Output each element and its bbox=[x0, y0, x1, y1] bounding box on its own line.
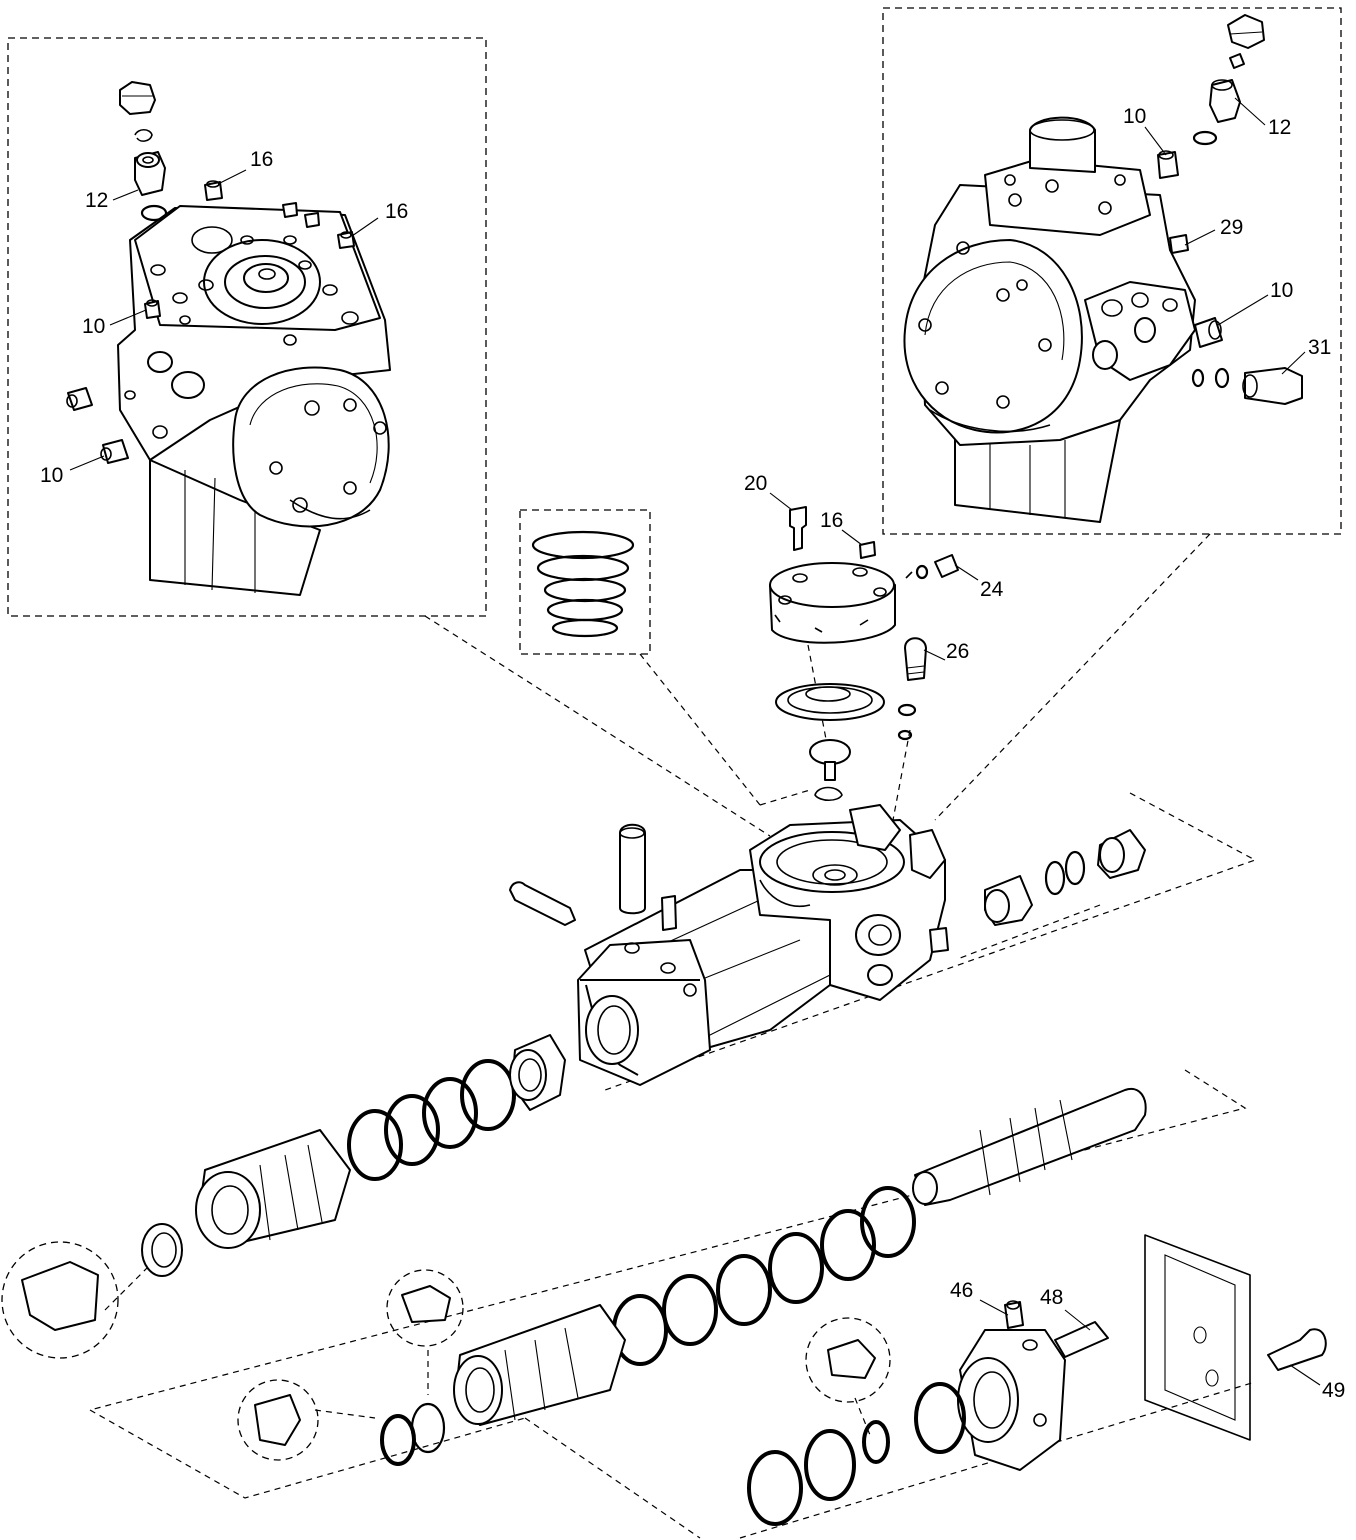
detail-frame-spring bbox=[519, 509, 651, 655]
detail-frame-right bbox=[882, 7, 1342, 535]
top-cover-stack bbox=[769, 506, 959, 802]
callout-12-b: 12 bbox=[1268, 116, 1291, 139]
callout-10-a: 10 bbox=[82, 315, 105, 338]
callout-10-b: 10 bbox=[40, 464, 63, 487]
upper-spool-assembly bbox=[141, 1034, 566, 1277]
callout-24: 24 bbox=[980, 578, 1004, 601]
callout-16-a: 16 bbox=[250, 148, 273, 171]
callout-29: 29 bbox=[1220, 216, 1243, 239]
callout-20: 20 bbox=[744, 472, 767, 495]
callout-46: 46 bbox=[950, 1279, 973, 1302]
callout-16-c: 16 bbox=[820, 509, 843, 532]
callout-labels: 16 12 16 10 10 10 12 29 10 31 20 16 24 2… bbox=[40, 105, 1345, 1402]
callout-12-a: 12 bbox=[85, 189, 108, 212]
main-housing bbox=[509, 804, 949, 1086]
right-detail-motor-view bbox=[903, 14, 1303, 523]
leader-lines bbox=[69, 97, 1321, 1386]
callout-10-c: 10 bbox=[1123, 105, 1146, 128]
spring-detail bbox=[531, 530, 635, 638]
callout-31: 31 bbox=[1308, 336, 1331, 359]
callout-16-b: 16 bbox=[385, 200, 408, 223]
end-cap-assembly bbox=[747, 1234, 1327, 1526]
circle-insets bbox=[1, 1241, 891, 1461]
callout-26: 26 bbox=[946, 640, 969, 663]
callout-10-d: 10 bbox=[1270, 279, 1293, 302]
callout-49: 49 bbox=[1322, 1379, 1345, 1402]
lower-spool-shaft bbox=[380, 1087, 1147, 1466]
callout-48: 48 bbox=[1040, 1286, 1063, 1309]
right-plug-stack bbox=[984, 829, 1146, 926]
left-detail-valve-head bbox=[66, 81, 391, 596]
